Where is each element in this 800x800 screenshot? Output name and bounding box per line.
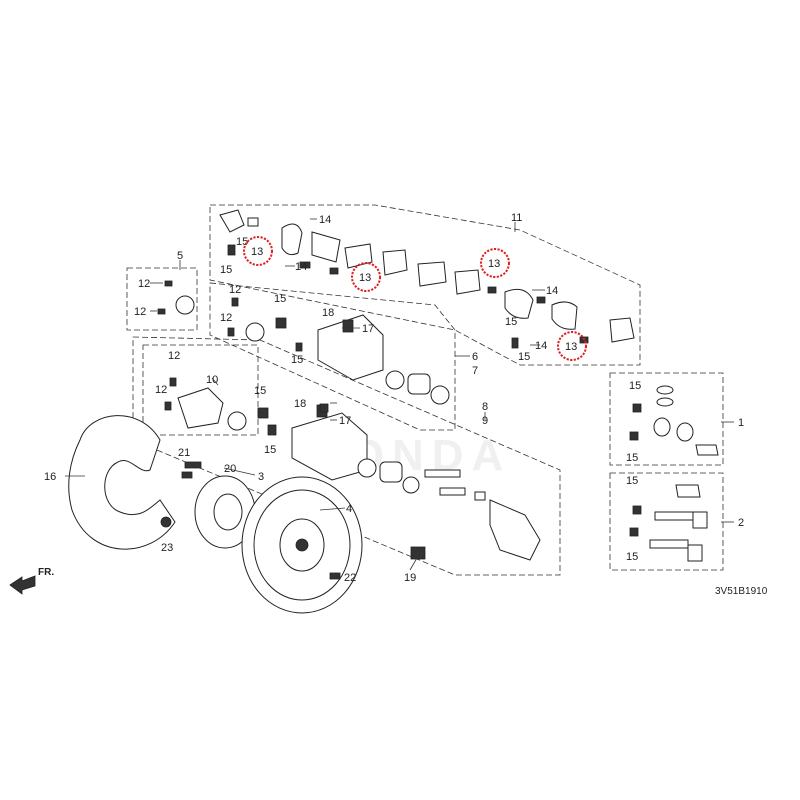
callout-14: 14 — [295, 261, 307, 273]
callout-19: 19 — [404, 572, 416, 584]
callout-12: 12 — [134, 306, 146, 318]
caliper-6-7-parts — [227, 297, 450, 405]
highlight-ring — [557, 331, 587, 361]
highlight-ring — [243, 236, 273, 266]
seal-kit-5-parts — [157, 280, 195, 315]
diagram-code: 3V51B1910 — [715, 586, 768, 597]
seal-kit-1-parts — [629, 385, 719, 456]
callout-14: 14 — [535, 340, 547, 352]
callout-10: 10 — [206, 374, 218, 386]
callout-14: 14 — [546, 285, 558, 297]
pad-kit-parts — [219, 209, 635, 349]
callout-13: 13 — [488, 258, 500, 270]
callout-15: 15 — [505, 316, 517, 328]
callout-15: 15 — [291, 354, 303, 366]
screw-22 — [329, 572, 341, 580]
callout-15: 15 — [629, 380, 641, 392]
caliper-10-parts — [164, 377, 247, 431]
bolt-15-b — [267, 424, 277, 436]
pin-kit-2-parts — [629, 484, 708, 562]
callout-23: 23 — [161, 542, 173, 554]
callout-15: 15 — [220, 264, 232, 276]
group-box-1 — [609, 372, 724, 466]
callout-14: 14 — [319, 214, 331, 226]
callout-7: 7 — [472, 365, 478, 377]
callout-15: 15 — [264, 444, 276, 456]
callout-17: 17 — [339, 415, 351, 427]
group-box-5 — [126, 267, 198, 331]
callout-12: 12 — [229, 284, 241, 296]
callout-13: 13 — [251, 246, 263, 258]
bolt-23 — [160, 516, 172, 528]
callout-22: 22 — [344, 572, 356, 584]
callout-4: 4 — [346, 503, 352, 515]
callout-12: 12 — [138, 278, 150, 290]
callout-18: 18 — [322, 307, 334, 319]
callout-15: 15 — [274, 293, 286, 305]
callout-15: 15 — [236, 236, 248, 248]
front-direction-label: FR. — [38, 567, 54, 578]
callout-12: 12 — [220, 312, 232, 324]
callout-13: 13 — [565, 341, 577, 353]
callout-15: 15 — [254, 385, 266, 397]
callout-6: 6 — [472, 351, 478, 363]
callout-9: 9 — [482, 415, 488, 427]
hub-bearing-3 — [181, 461, 256, 549]
callout-18: 18 — [294, 398, 306, 410]
caliper-8-9-parts — [291, 404, 541, 561]
leader-lines — [65, 218, 734, 571]
callout-8: 8 — [482, 401, 488, 413]
callout-15: 15 — [626, 475, 638, 487]
group-box-2 — [609, 472, 724, 571]
bolt-15-a — [257, 407, 269, 419]
front-direction-arrow — [9, 575, 36, 595]
group-box-6-7 — [209, 282, 456, 431]
callout-15: 15 — [518, 351, 530, 363]
highlight-ring — [351, 262, 381, 292]
group-box-11 — [209, 204, 641, 366]
highlighted-callouts-13: 13 13 13 13 — [243, 236, 587, 361]
callout-11: 11 — [511, 212, 522, 224]
callout-16: 16 — [44, 471, 56, 483]
highlight-ring — [480, 248, 510, 278]
callout-15: 15 — [626, 551, 638, 563]
callout-labels: 11 5 12 12 12 12 12 12 14 14 14 14 15 15… — [44, 212, 744, 584]
brake-disc-4 — [241, 476, 363, 614]
callout-20: 20 — [224, 463, 236, 475]
callout-12: 12 — [168, 350, 180, 362]
bleeder-18 — [319, 403, 329, 413]
group-box-10 — [142, 344, 259, 436]
callout-5: 5 — [177, 250, 183, 262]
callout-12: 12 — [155, 384, 167, 396]
callout-2: 2 — [738, 517, 744, 529]
callout-21: 21 — [178, 447, 190, 459]
callout-17: 17 — [362, 323, 374, 335]
callout-13: 13 — [359, 272, 371, 284]
callout-1: 1 — [738, 417, 744, 429]
bolt-19 — [410, 546, 426, 560]
callout-3: 3 — [258, 471, 264, 483]
splash-shield-16 — [68, 415, 176, 550]
callout-15: 15 — [626, 452, 638, 464]
